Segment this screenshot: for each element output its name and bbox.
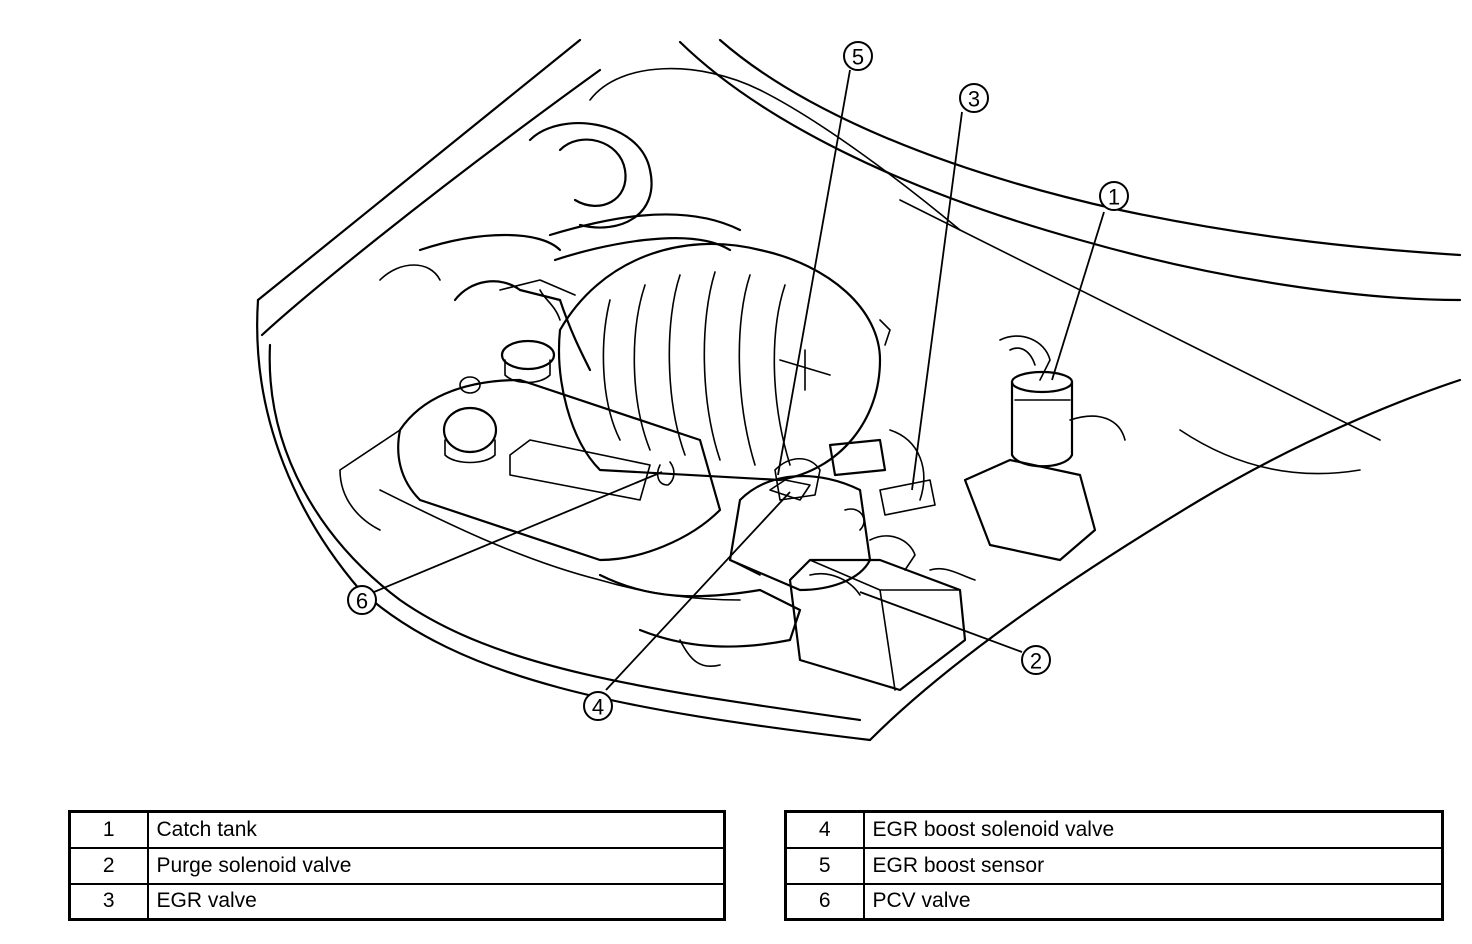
callout-5-number: 5 [852,45,864,70]
legend-row-5: 5 EGR boost sensor [784,846,1444,885]
engine-bay-diagram: 1 2 3 4 5 6 [256,38,1462,742]
callout-2: 2 [1021,645,1051,675]
legend-row-2: 2 Purge solenoid valve [68,846,726,885]
air-duct [598,559,802,667]
legend-row-6: 6 PCV valve [784,882,1444,921]
callout-5: 5 [843,41,873,71]
callout-6: 6 [347,585,377,615]
legend-number: 4 [784,810,865,849]
battery-box [788,535,976,692]
callout-6-number: 6 [356,589,368,614]
callout-1: 1 [1099,181,1129,211]
vehicle-body-outline [256,38,1462,742]
legend-label: EGR boost solenoid valve [862,810,1444,849]
legend-number: 1 [68,810,149,849]
legend-number: 6 [784,882,865,921]
legend-label: Purge solenoid valve [146,846,726,885]
legend-label: EGR boost sensor [862,846,1444,885]
egr-assembly [728,429,936,592]
radiator-caps [442,339,556,464]
callout-1-number: 1 [1108,185,1120,210]
legend-number: 2 [68,846,149,885]
callout-3-number: 3 [968,87,980,112]
legend-label: Catch tank [146,810,726,849]
legend-row-1: 1 Catch tank [68,810,726,849]
legend-row-3: 3 EGR valve [68,882,726,921]
callout-4: 4 [583,691,613,721]
callout-leaders [373,69,1105,691]
legend-label: PCV valve [862,882,1444,921]
catch-tank [963,335,1126,562]
callout-4-number: 4 [592,695,604,720]
strut-tower [528,122,653,229]
callout-3: 3 [959,83,989,113]
callout-2-number: 2 [1030,649,1042,674]
legend-label: EGR valve [146,882,726,921]
legend-row-4: 4 EGR boost solenoid valve [784,810,1444,849]
parts-legend-right: 4 EGR boost solenoid valve 5 EGR boost s… [784,810,1444,921]
legend-number: 5 [784,846,865,885]
parts-legend-left: 1 Catch tank 2 Purge solenoid valve 3 EG… [68,810,726,921]
intake-pipes [379,213,742,372]
cylinder-head-cover [339,378,741,601]
legend-number: 3 [68,882,149,921]
